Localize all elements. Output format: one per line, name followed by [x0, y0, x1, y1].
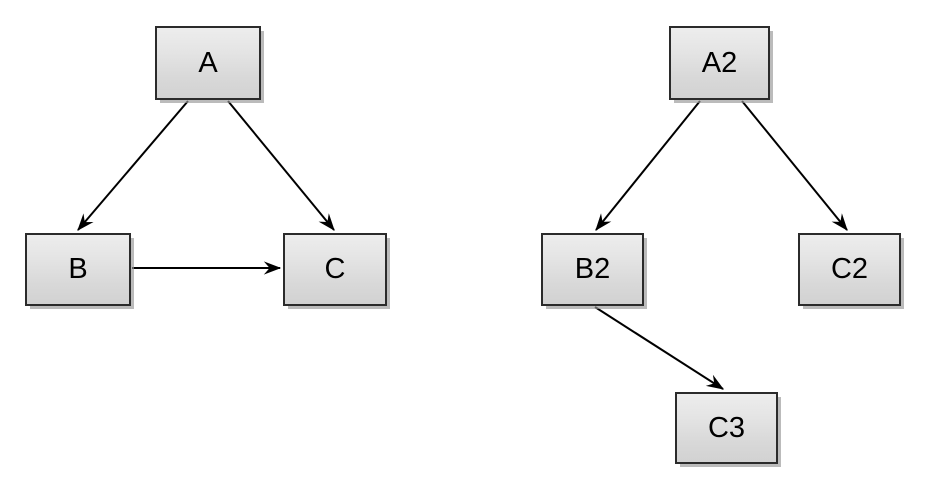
node-c3-label: C3	[707, 411, 746, 444]
edge-a-c	[227, 100, 335, 231]
edge-a-b	[77, 100, 189, 231]
node-b[interactable]: B	[25, 233, 131, 306]
node-a2[interactable]: A2	[669, 26, 770, 100]
node-b2-label: B2	[574, 253, 611, 285]
edge-a2-c2	[741, 100, 848, 231]
node-a[interactable]: A	[155, 26, 261, 100]
node-c3[interactable]: C3	[675, 392, 778, 464]
node-b-label: B	[68, 253, 88, 285]
node-a-label: A	[198, 46, 218, 79]
node-b2[interactable]: B2	[541, 233, 644, 306]
node-c[interactable]: C	[283, 233, 387, 306]
node-c2-label: C2	[830, 253, 869, 285]
edge-b2-c3	[594, 306, 725, 390]
node-a2-label: A2	[701, 46, 738, 79]
edge-a2-b2	[595, 100, 701, 231]
node-c2[interactable]: C2	[798, 233, 901, 306]
node-c-label: C	[324, 253, 346, 285]
